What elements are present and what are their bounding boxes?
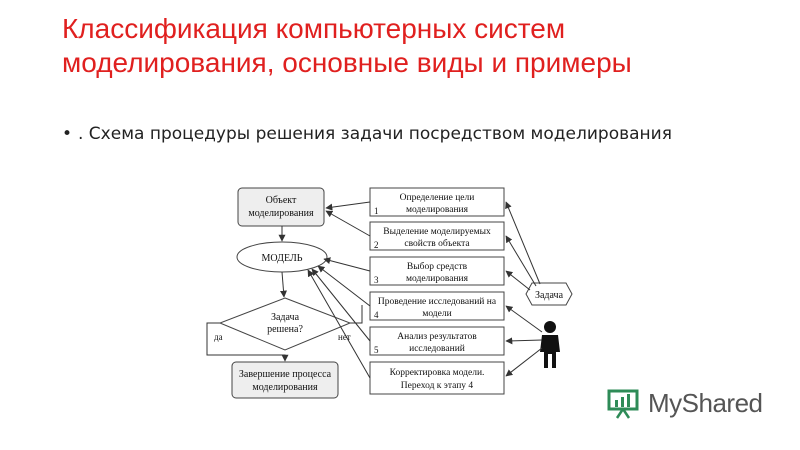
arrow-task-to-step2 xyxy=(505,235,537,287)
object-box-line-2: моделирования xyxy=(248,208,314,219)
model-ellipse: МОДЕЛЬ xyxy=(236,241,328,273)
arrow-step5-to-model xyxy=(311,268,371,342)
task-hexagon: Задача xyxy=(525,282,573,306)
arrow-person-to-step4 xyxy=(505,305,543,333)
arrow-task-to-step1 xyxy=(505,201,541,285)
step-box-3: Выбор средств моделирования 3 xyxy=(369,256,505,286)
step-6-line-2: Переход к этапу 4 xyxy=(401,381,474,391)
step-6-line-1: Корректировка модели. xyxy=(390,368,485,378)
step-4-number: 4 xyxy=(374,310,379,320)
step-3-line-1: Выбор средств xyxy=(407,261,468,272)
step-box-4: Проведение исследований на модели 4 xyxy=(369,291,505,321)
no-label: нет xyxy=(338,332,351,342)
decision-diamond: Задача решена? xyxy=(218,297,352,351)
step-3-number: 3 xyxy=(374,275,379,285)
step-box-5: Анализ результатов исследований 5 xyxy=(369,326,505,356)
bullet-item: •. Схема процедуры решения задачи посред… xyxy=(62,124,782,144)
bullet-dot: • xyxy=(62,124,73,144)
arrow-yes-to-finish xyxy=(206,322,289,362)
arrow-step1-to-object xyxy=(325,201,371,211)
step-box-6: Корректировка модели. Переход к этапу 4 xyxy=(369,361,505,395)
watermark: MyShared xyxy=(606,386,776,422)
person-icon xyxy=(540,321,560,368)
step-1-number: 1 xyxy=(374,206,379,216)
step-2-line-1: Выделение моделируемых xyxy=(383,227,491,237)
step-5-line-1: Анализ результатов xyxy=(397,332,477,342)
arrow-step6-to-model xyxy=(307,269,371,379)
bullet-text: . Схема процедуры решения задачи посредс… xyxy=(78,124,672,144)
presentation-board-icon xyxy=(607,389,639,419)
step-box-2: Выделение моделируемых свойств объекта 2 xyxy=(369,221,505,251)
arrow-step2-to-object xyxy=(325,210,371,237)
decision-line-2: решена? xyxy=(267,324,303,335)
step-box-1: Определение цели моделирования 1 xyxy=(369,187,505,217)
step-1-line-2: моделирования xyxy=(406,205,469,215)
finish-box-line-1: Завершение процесса xyxy=(239,369,332,380)
arrow-task-to-step3 xyxy=(505,270,531,291)
step-5-number: 5 xyxy=(374,345,379,355)
line-no-branch xyxy=(350,305,363,324)
step-1-line-1: Определение цели xyxy=(400,193,475,203)
model-ellipse-label: МОДЕЛЬ xyxy=(262,253,303,264)
arrow-person-to-step5 xyxy=(505,337,543,345)
finish-box: Завершение процесса моделирования xyxy=(231,361,339,399)
arrow-step4-to-model xyxy=(317,265,371,307)
step-4-line-1: Проведение исследований на xyxy=(378,296,497,307)
task-label: Задача xyxy=(535,290,564,301)
arrow-step3-to-model xyxy=(323,257,371,272)
watermark-text: MyShared xyxy=(648,388,763,418)
step-3-line-2: моделирования xyxy=(406,274,469,284)
decision-line-1: Задача xyxy=(271,312,300,323)
yes-label: да xyxy=(214,332,223,342)
finish-box-line-2: моделирования xyxy=(252,382,318,393)
step-4-line-2: модели xyxy=(422,309,451,319)
arrow-person-to-step6 xyxy=(505,347,543,377)
step-2-line-2: свойств объекта xyxy=(404,238,470,249)
object-box-line-1: Объект xyxy=(266,195,297,206)
arrow-model-to-decision xyxy=(280,271,287,298)
step-2-number: 2 xyxy=(374,240,379,250)
slide-title: Классификация компьютерных систем модели… xyxy=(62,13,632,78)
object-box: Объект моделирования xyxy=(237,187,325,227)
step-5-line-2: исследований xyxy=(409,343,465,354)
